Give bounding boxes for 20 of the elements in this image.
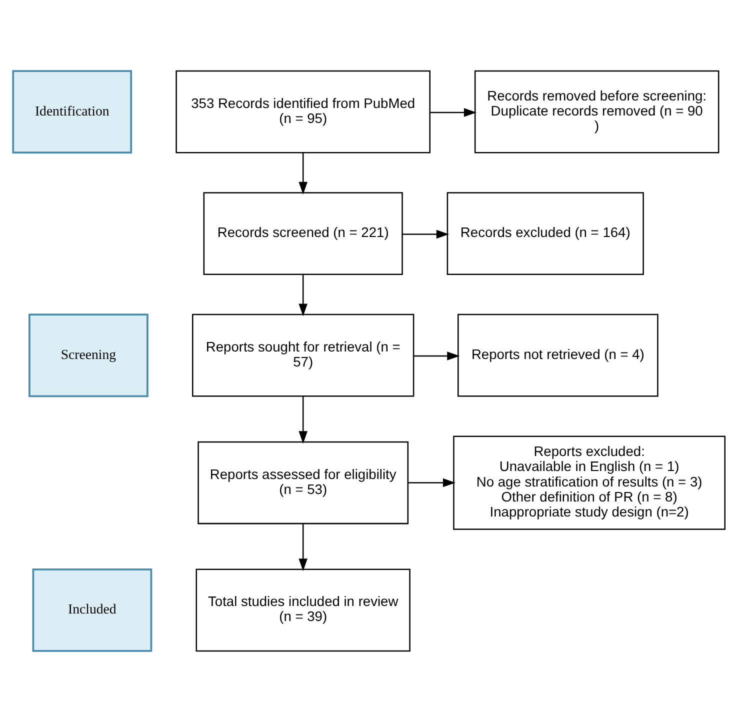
node-box: Reports excluded: Unavailable in English (n = 1) No age stratification of results (n = 3) Other definition of PR (n = 8) Inappropriate study design (n=2) [453,436,726,530]
node-box: Records removed before screening: Duplicate records removed (n = 90 ) [474,70,720,154]
node-box: Screening [28,314,148,398]
node-box: 353 Records identified from PubMed (n = 95) [176,70,431,154]
node-box: Reports sought for retrieval (n = 57) [192,314,414,397]
node-box: Reports assessed for eligibility (n = 53) [198,441,409,524]
arrow [402,230,449,239]
node-box: Records screened (n = 221) [203,192,403,276]
node-box: Reports not retrieved (n = 4) [458,314,658,397]
arrow [298,274,308,316]
node-box: Total studies included in review (n = 39) [196,568,410,652]
arrow [408,478,456,488]
node-box: Records excluded (n = 164) [446,192,644,276]
arrow [298,524,308,572]
arrow [414,352,460,360]
node-box: Identification [12,70,132,154]
arrow [298,396,308,444]
node-box: Included [32,568,152,652]
arrow [298,152,308,194]
arrow [430,108,477,117]
